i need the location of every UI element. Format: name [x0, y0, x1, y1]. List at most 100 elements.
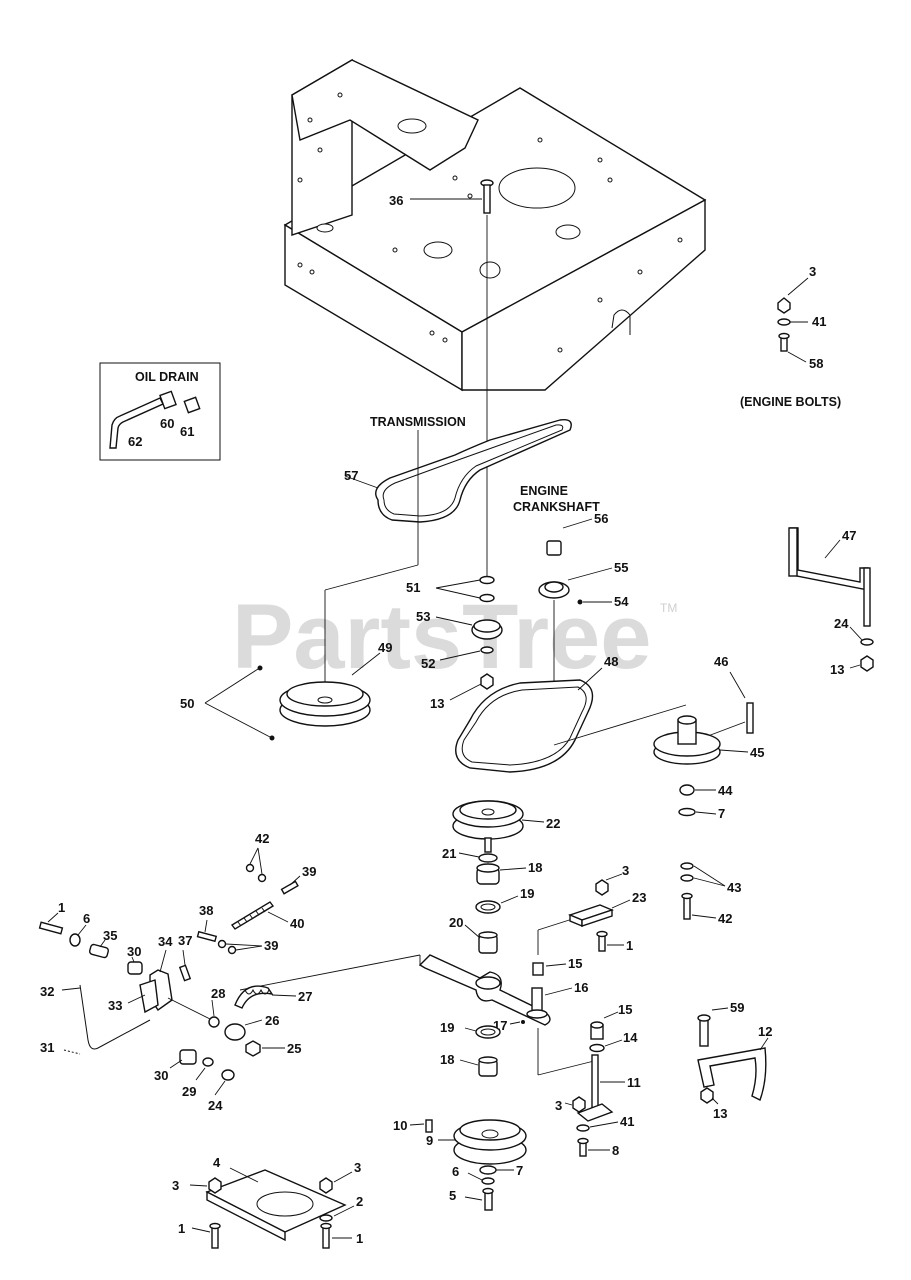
transmission-belt-57: TRANSMISSION 57: [324, 415, 572, 695]
callout-39-lower: 39: [264, 938, 278, 953]
engine-bolts-group: 3 41 58 (ENGINE BOLTS): [740, 264, 841, 409]
callout-13-upper: 13: [830, 662, 844, 677]
callout-41-stud: 41: [620, 1114, 634, 1129]
callout-8: 8: [612, 1143, 619, 1158]
callout-15-lower: 15: [618, 1002, 632, 1017]
callout-7-lower: 7: [516, 1163, 523, 1178]
callout-62: 62: [128, 434, 142, 449]
caption-crankshaft: CRANKSHAFT: [513, 500, 600, 514]
callout-56: 56: [594, 511, 608, 526]
callout-22: 22: [546, 816, 560, 831]
callout-35: 35: [103, 928, 117, 943]
bracket-23: 3 23 1: [568, 863, 646, 953]
callout-60: 60: [160, 416, 174, 431]
idler-arm-16: 16 15 17: [239, 914, 599, 1076]
strap-12: 59 12 13: [697, 1000, 772, 1121]
bolt-36: 36: [389, 179, 494, 214]
callout-25: 25: [287, 1041, 301, 1056]
callout-51: 51: [406, 580, 420, 595]
callout-3-engine: 3: [809, 264, 816, 279]
callout-52: 52: [421, 656, 435, 671]
callout-4: 4: [213, 1155, 221, 1170]
callout-40: 40: [290, 916, 304, 931]
callout-14: 14: [623, 1030, 638, 1045]
callout-1-plate-left: 1: [178, 1221, 185, 1236]
center-upper-stack: 51 53 52 13: [406, 575, 503, 711]
callout-41-engine: 41: [812, 314, 826, 329]
callout-30-upper: 30: [127, 944, 141, 959]
callout-10: 10: [393, 1118, 407, 1133]
callout-36: 36: [389, 193, 403, 208]
springs: 40 39 42 38 39 27: [196, 831, 316, 1009]
callout-24-left: 24: [208, 1098, 223, 1113]
cover-plate-4: 4 3 3 2 1 1: [172, 1155, 363, 1249]
callout-54: 54: [614, 594, 629, 609]
callout-33: 33: [108, 998, 122, 1013]
callout-27: 27: [298, 989, 312, 1004]
chassis-frame: [283, 58, 707, 580]
callout-49: 49: [378, 640, 392, 655]
belt-48: 48: [455, 654, 618, 773]
callout-6-left: 6: [83, 911, 90, 926]
callout-26: 26: [265, 1013, 279, 1028]
callout-31: 31: [40, 1040, 54, 1055]
callout-16: 16: [574, 980, 588, 995]
callout-32: 32: [40, 984, 54, 999]
callout-47: 47: [842, 528, 856, 543]
callout-38-lower: 38: [199, 903, 213, 918]
callout-53: 53: [416, 609, 430, 624]
callout-1-plate-right: 1: [356, 1231, 363, 1246]
callout-18-upper: 18: [528, 860, 542, 875]
callout-12: 12: [758, 1024, 772, 1039]
callout-3-bracket: 3: [622, 863, 629, 878]
transmission-pulley-49: 49 50: [180, 640, 392, 741]
callout-39-upper: 42: [255, 831, 269, 846]
callout-23: 23: [632, 890, 646, 905]
caption-transmission: TRANSMISSION: [370, 415, 466, 429]
callout-3-stud: 3: [555, 1098, 562, 1113]
callout-45: 45: [750, 745, 764, 760]
callout-57: 57: [344, 468, 358, 483]
callout-18-lower: 18: [440, 1052, 454, 1067]
callout-20: 20: [449, 915, 463, 930]
callout-34: 34: [158, 934, 173, 949]
callout-38-upper: 39: [302, 864, 316, 879]
callout-3-plate-left: 3: [172, 1178, 179, 1193]
watermark-text: PartsTree: [232, 586, 651, 688]
callout-42: 42: [718, 911, 732, 926]
callout-5: 5: [449, 1188, 456, 1203]
callout-44: 44: [718, 783, 733, 798]
caption-oil-drain: OIL DRAIN: [135, 370, 199, 384]
pulley-9-stack: 19 18 9 10 7 6 5: [393, 1020, 527, 1211]
caption-engine-bolts: (ENGINE BOLTS): [740, 395, 841, 409]
callout-1-left: 1: [58, 900, 65, 915]
bracket-47: 47 24 13: [788, 527, 874, 677]
callout-50: 50: [180, 696, 194, 711]
callout-9: 9: [426, 1133, 433, 1148]
callout-59: 59: [730, 1000, 744, 1015]
callout-48: 48: [604, 654, 618, 669]
callout-13-center: 13: [430, 696, 444, 711]
oil-drain-box: OIL DRAIN 62 60 61: [99, 362, 221, 461]
callout-15-upper: 15: [568, 956, 582, 971]
callout-24-upper: 24: [834, 616, 849, 631]
callout-46: 46: [714, 654, 728, 669]
callout-3-plate-right: 3: [354, 1160, 361, 1175]
callout-55: 55: [614, 560, 628, 575]
callout-6-lower: 6: [452, 1164, 459, 1179]
callout-30-lower: 30: [154, 1068, 168, 1083]
pulley-22-stack: 22 21 18 19 20: [442, 800, 560, 954]
callout-61: 61: [180, 424, 194, 439]
pulley-45-stack: 46 45 44 7 43 42: [553, 654, 764, 926]
callout-1-bracket: 1: [626, 938, 633, 953]
callout-28: 28: [211, 986, 225, 1001]
callout-58: 58: [809, 356, 823, 371]
callout-43: 43: [727, 880, 741, 895]
callout-7-right: 7: [718, 806, 725, 821]
callout-2: 2: [356, 1194, 363, 1209]
callout-11: 11: [627, 1075, 641, 1090]
callout-19-lower: 19: [440, 1020, 454, 1035]
callout-29: 29: [182, 1084, 196, 1099]
left-linkage: 1 6 35 30 34 33 32 31 37 28 26 25: [38, 900, 301, 1113]
